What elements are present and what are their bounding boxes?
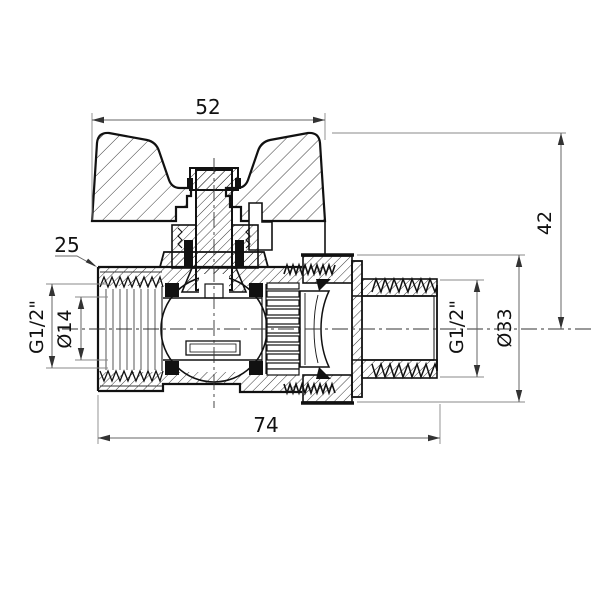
handle-right-wing <box>224 131 327 223</box>
male-adapter <box>351 260 438 398</box>
arrow-g12r-bottom <box>473 365 481 377</box>
stem-packing-right <box>235 240 244 266</box>
arrow-33-bottom <box>515 390 523 402</box>
body-bottom-wall <box>98 372 302 392</box>
seat-seal-bottom-right <box>249 361 263 375</box>
dim-42-label: 42 <box>534 211 556 235</box>
arrow-14-bottom <box>77 348 85 360</box>
nut-gasket-top <box>316 279 331 291</box>
arrow-42-top <box>557 133 565 145</box>
seat-seal-top-right <box>249 283 263 297</box>
arrow-33-top <box>515 255 523 267</box>
ball-bottom-plate-inner <box>189 343 237 353</box>
arrow-g12l-top <box>48 284 56 296</box>
dim-25-label: 25 <box>54 233 79 257</box>
dim-d33-label: Ø33 <box>494 308 516 347</box>
stem-packing-left <box>184 240 193 266</box>
arrow-52-left <box>92 116 104 124</box>
bonnet-thread-left <box>177 227 183 249</box>
arrow-74-right <box>428 434 440 442</box>
cap-seal-right <box>235 178 241 189</box>
body-bottom-edge <box>98 382 302 394</box>
arrow-42-bottom <box>557 317 565 329</box>
arrow-74-left <box>98 434 110 442</box>
nut-thread-bottom <box>283 381 336 396</box>
arrow-g12l-bottom <box>48 356 56 368</box>
female-thread-crest-bottom <box>99 369 164 383</box>
male-thread-bottom <box>371 361 438 380</box>
handle-left-wing <box>90 131 193 223</box>
ball-bottom-plate <box>185 340 241 356</box>
dim-g12-right-label: G1/2" <box>446 300 468 354</box>
nut-thread-top <box>283 262 336 277</box>
seat-seal-top-left <box>165 283 179 297</box>
female-thread-crest-top <box>99 275 164 289</box>
arrow-52-right <box>313 116 325 124</box>
cap-seal-left <box>187 178 193 189</box>
dimensions: 52 42 Ø33 G1/2" 74 G1/2" <box>26 95 566 444</box>
arrow-g12r-top <box>473 280 481 292</box>
nut-gasket-bottom <box>316 367 331 379</box>
arrow-14-top <box>77 297 85 309</box>
dim-d14-label: Ø14 <box>54 309 76 348</box>
union-nut <box>283 253 354 405</box>
dim-52-label: 52 <box>195 95 220 119</box>
dim-g12-left-label: G1/2" <box>26 300 48 354</box>
seat-seal-bottom-left <box>165 361 179 375</box>
female-thread <box>105 289 156 370</box>
arrow-25 <box>85 258 97 267</box>
male-thread-top <box>371 276 438 295</box>
bonnet-thread-right <box>245 227 251 249</box>
dim-74-label: 74 <box>253 413 278 437</box>
compression-insert <box>266 282 300 376</box>
